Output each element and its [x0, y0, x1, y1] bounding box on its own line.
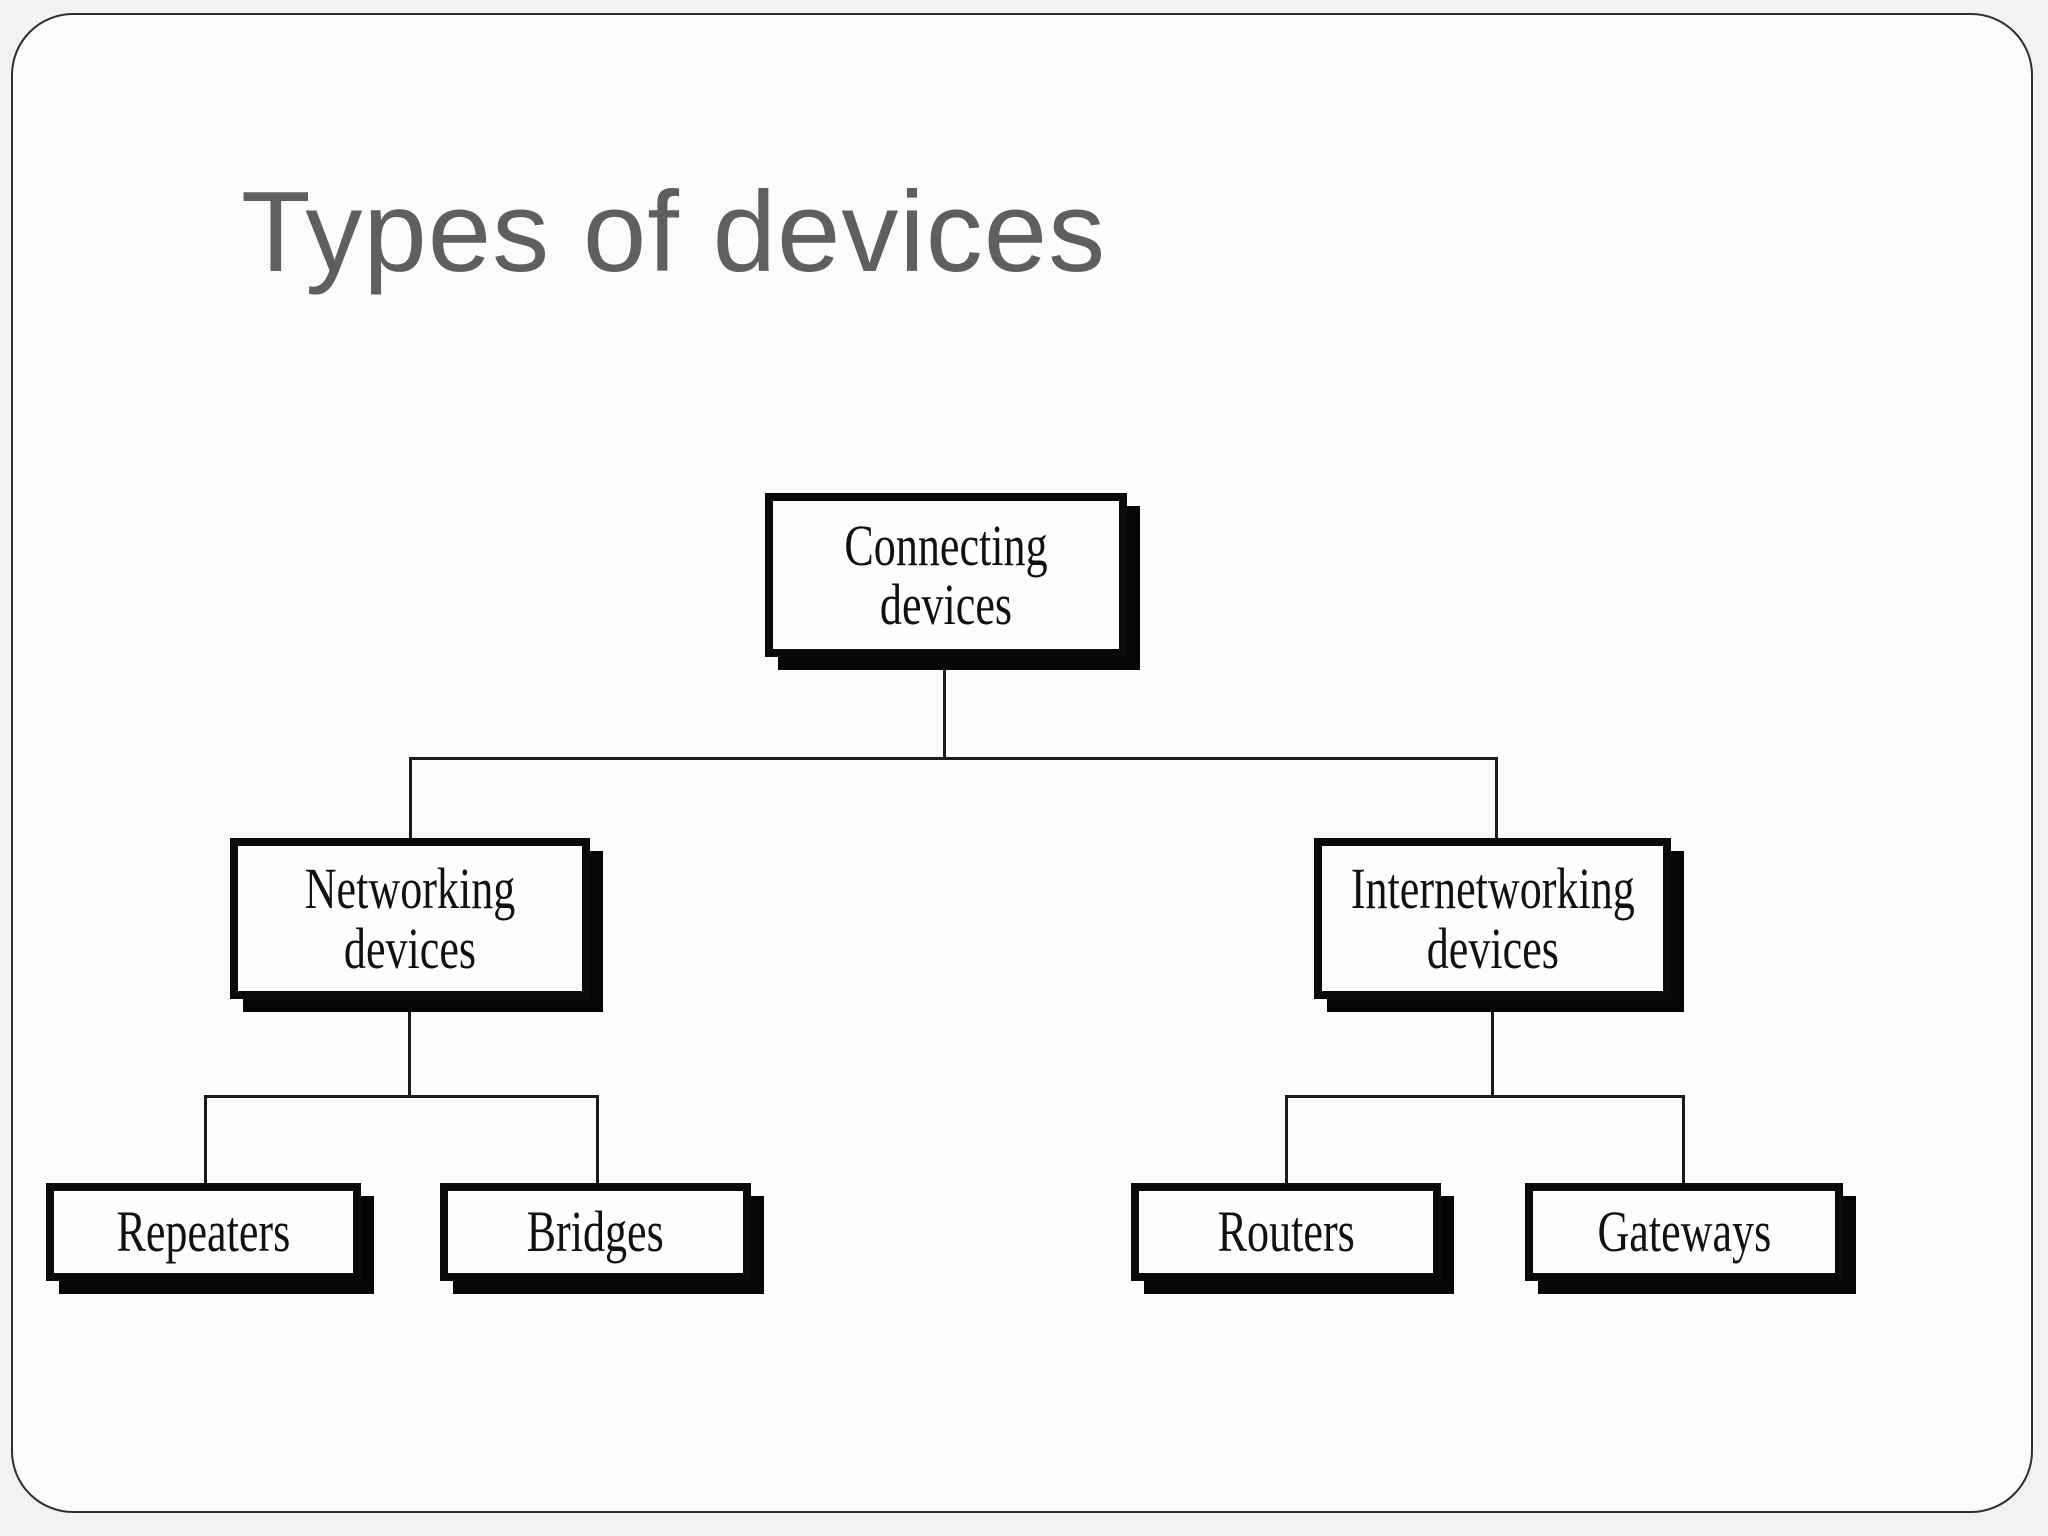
- connector-repeaters-drop: [204, 1095, 207, 1183]
- node-networking-devices-label: Networking devices: [304, 856, 516, 981]
- node-connecting-devices: Connecting devices: [765, 493, 1127, 657]
- connector-networking-riser: [408, 1010, 411, 1097]
- connector-routers-drop: [1285, 1095, 1288, 1183]
- node-internetworking-devices: Internetworking devices: [1314, 838, 1671, 999]
- node-networking-devices: Networking devices: [230, 838, 590, 999]
- node-bridges-label: Bridges: [526, 1199, 665, 1265]
- node-repeaters-label: Repeaters: [116, 1199, 291, 1265]
- node-gateways: Gateways: [1525, 1183, 1843, 1281]
- node-internetworking-devices-label: Internetworking devices: [1350, 856, 1635, 981]
- connector-root-riser: [943, 667, 946, 759]
- slide-title: Types of devices: [241, 169, 1107, 296]
- node-bridges: Bridges: [440, 1183, 751, 1281]
- connector-bridges-drop: [596, 1095, 599, 1183]
- slide-frame: Types of devices Connecting devices Netw…: [11, 13, 2033, 1513]
- connector-gateways-drop: [1682, 1095, 1685, 1183]
- node-routers-label: Routers: [1217, 1199, 1355, 1265]
- connector-networking-drop: [409, 757, 412, 838]
- node-repeaters: Repeaters: [46, 1183, 361, 1281]
- node-gateways-label: Gateways: [1597, 1199, 1771, 1265]
- connector-main-horizontal: [409, 757, 1498, 760]
- connector-internetworking-riser: [1491, 1010, 1494, 1097]
- connector-internetworking-drop: [1495, 757, 1498, 838]
- node-routers: Routers: [1131, 1183, 1441, 1281]
- connector-right-horizontal: [1285, 1095, 1685, 1098]
- connector-left-horizontal: [204, 1095, 599, 1098]
- node-connecting-devices-label: Connecting devices: [844, 512, 1048, 637]
